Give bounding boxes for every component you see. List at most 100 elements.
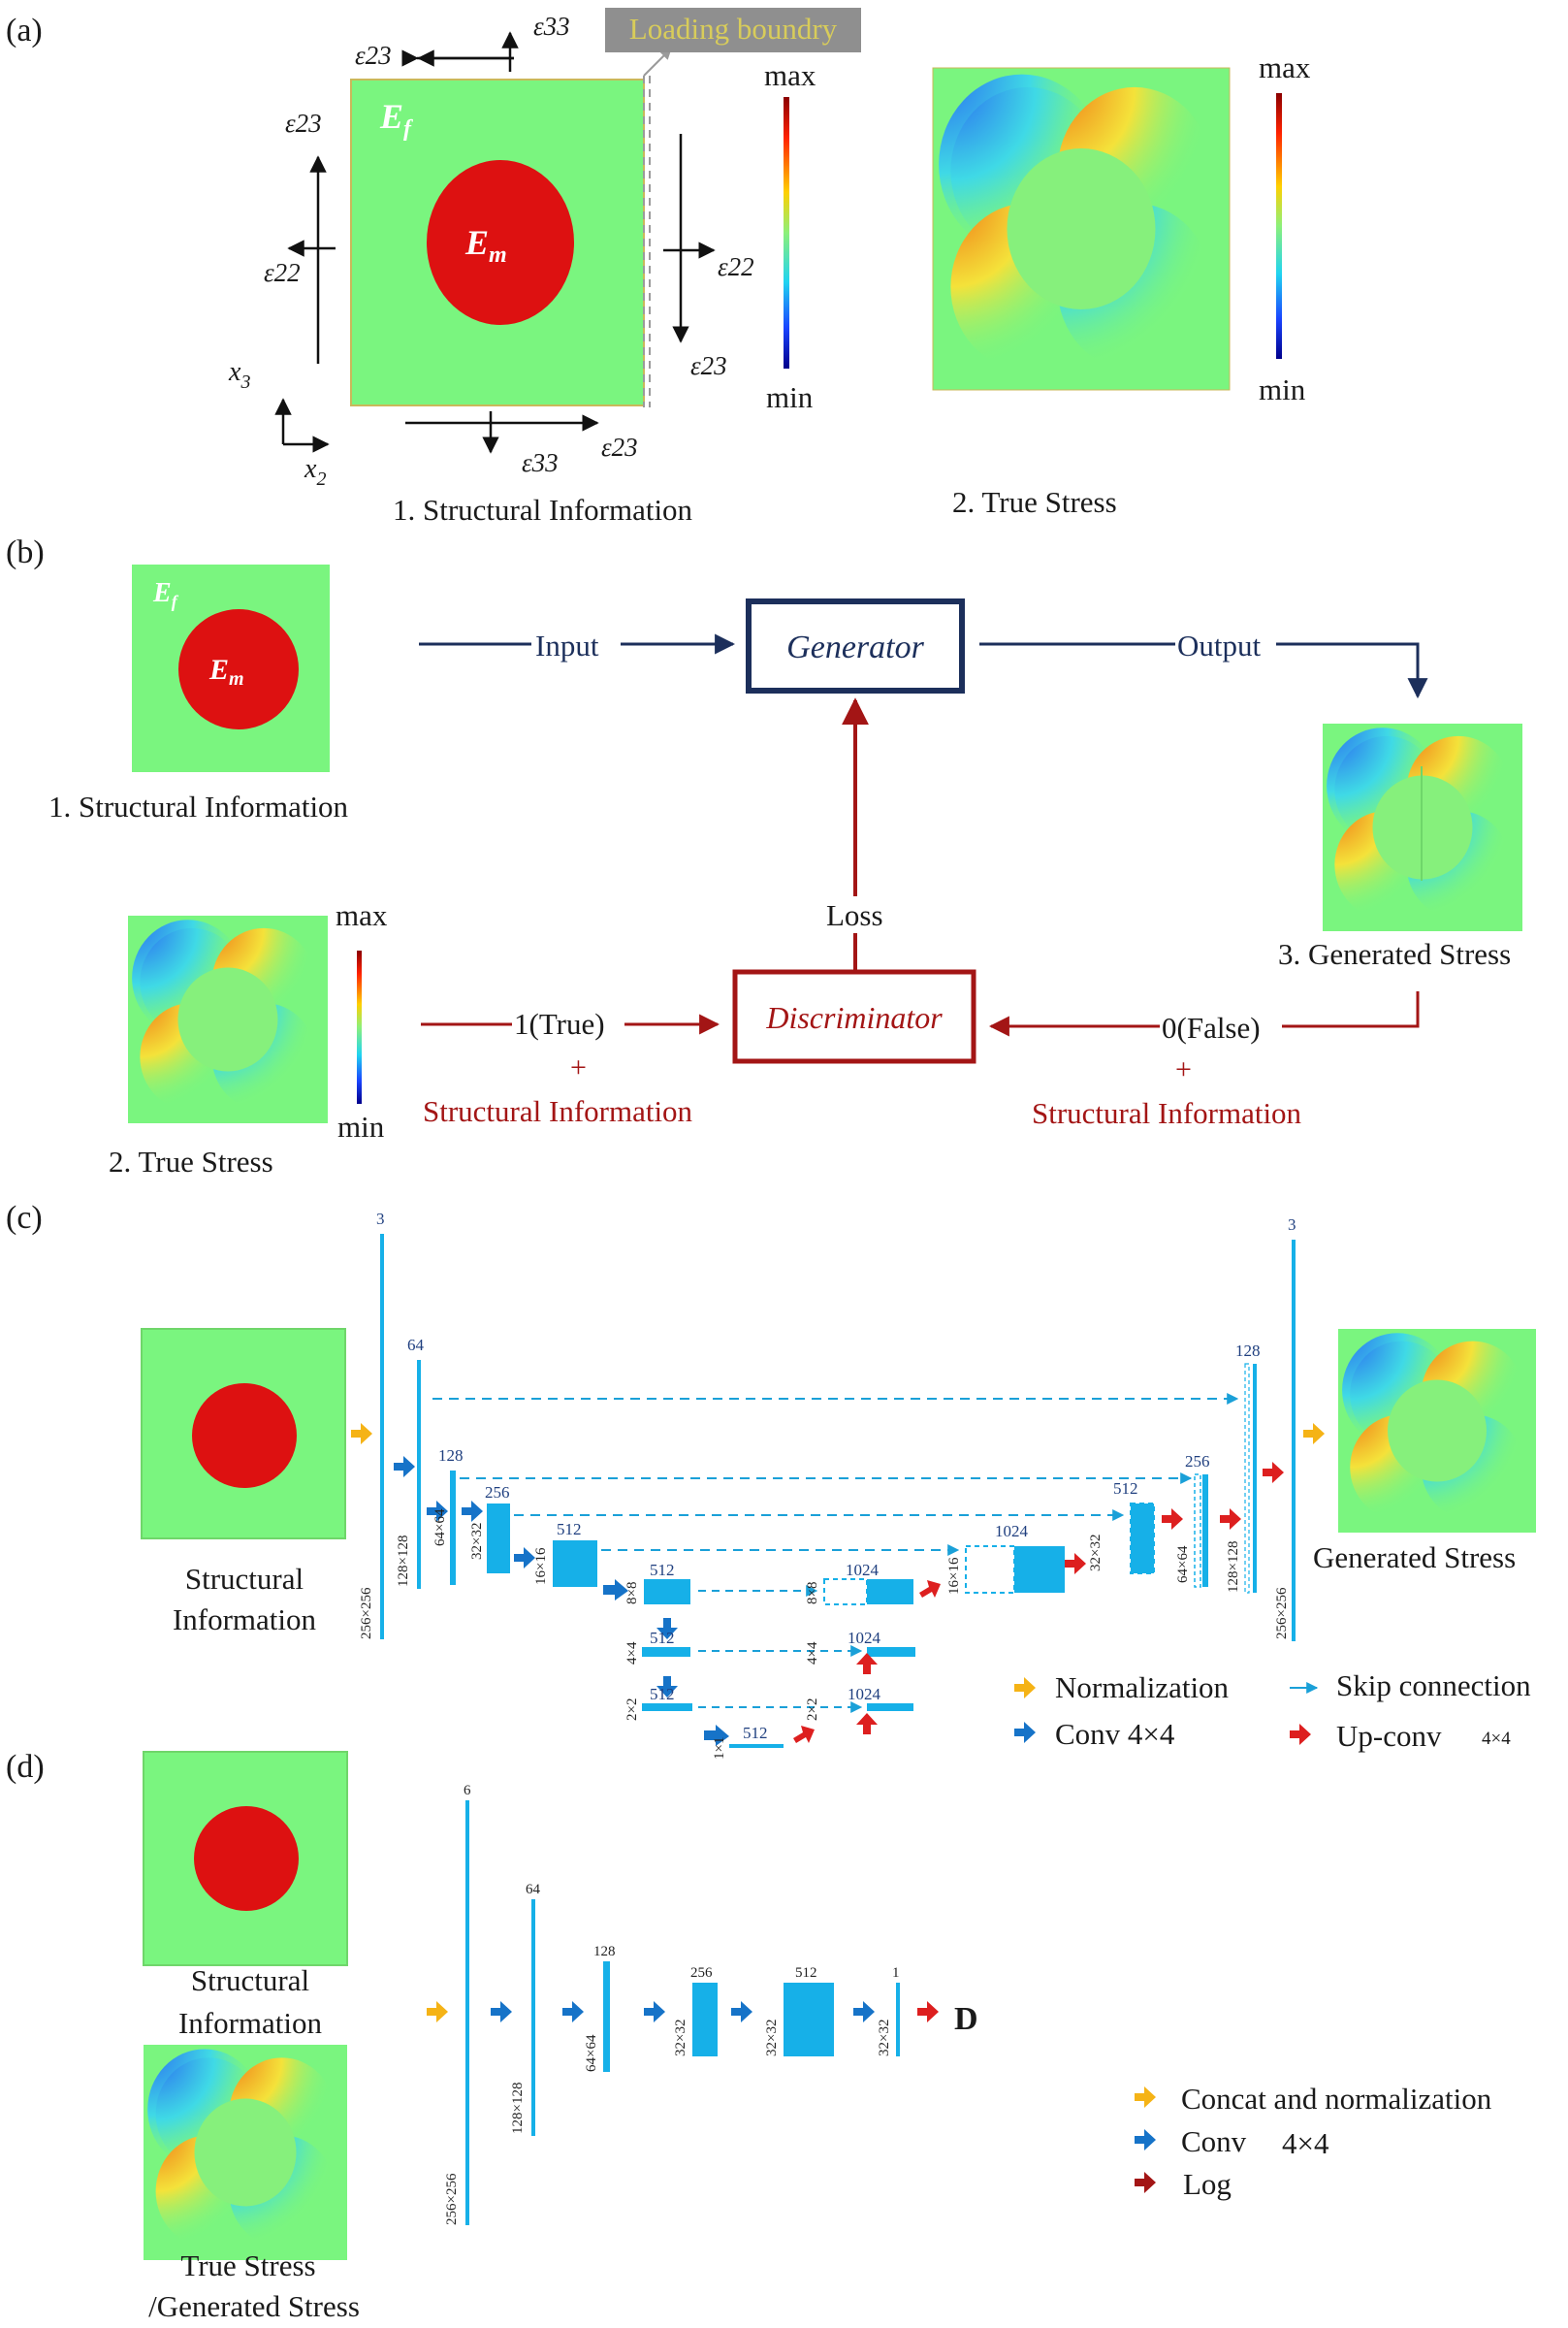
dim-c-u256: 256×256	[1274, 1587, 1290, 1639]
generator-box	[746, 598, 965, 694]
eps22-right: ε22	[718, 252, 754, 281]
layer-c-128	[450, 1471, 456, 1585]
dim-c-4: 4×4	[624, 1641, 640, 1665]
legend-concat: Concat and normalization	[1181, 2082, 1492, 2116]
caption-b1: 1. Structural Information	[48, 790, 349, 824]
layer-d-256	[692, 1983, 718, 2056]
dim-c-u8: 8×8	[805, 1582, 820, 1604]
legend-conv: Conv 4×4	[1055, 1717, 1175, 1751]
em-label-b: Em	[208, 654, 244, 690]
generator-label: Generator	[786, 630, 924, 665]
ch-c-256u: 256	[1185, 1452, 1210, 1471]
ch-c-512a: 512	[557, 1520, 582, 1538]
dim-c-1: 1×1	[712, 1737, 727, 1760]
ch-c-1024b: 1024	[848, 1629, 881, 1647]
dim-d-256: 256×256	[444, 2173, 460, 2225]
d-output-label: D	[954, 2001, 978, 2037]
inclusion-circle	[427, 160, 574, 325]
caption-a1: 1. Structural Information	[393, 493, 693, 527]
true-stress-image-a	[933, 68, 1230, 390]
colorbar-b-max: max	[336, 898, 388, 932]
false-label: 0(False)	[1162, 1011, 1261, 1045]
colorbar-a1-min: min	[766, 380, 814, 414]
d-stress-label-1: True Stress	[180, 2248, 315, 2282]
legend-upconv-icon	[1290, 1724, 1311, 1745]
eps23-right: ε23	[690, 351, 727, 380]
layer-c-3b	[1292, 1240, 1296, 1641]
layer-c-256	[487, 1504, 510, 1573]
true-label: 1(True)	[514, 1007, 605, 1041]
discriminator-box	[732, 969, 976, 1064]
layer-c-3	[380, 1234, 384, 1639]
ch-c-64: 64	[407, 1336, 425, 1354]
dim-d-128: 128×128	[510, 2083, 526, 2134]
d-input-label-1: Structural	[191, 1963, 309, 1997]
panel-label-d: (d)	[6, 1749, 45, 1785]
discriminator-label: Discriminator	[765, 1000, 943, 1035]
legend-conv-d-icon	[1135, 2129, 1156, 2150]
conv-arrows-c	[394, 1456, 729, 1746]
colorbar-a2-max: max	[1259, 50, 1311, 84]
loading-boundary-label: Loading boundry	[629, 12, 838, 46]
eps33-top: ε33	[533, 12, 570, 41]
legend-normalization: Normalization	[1055, 1670, 1230, 1704]
ch-c-3b: 3	[1288, 1215, 1296, 1234]
eps23-bottom: ε23	[601, 433, 638, 462]
panel-c: Structural Information	[141, 1210, 1536, 1760]
ch-c-512b: 512	[650, 1561, 675, 1579]
colorbar-a2-min: min	[1259, 372, 1306, 406]
legend-log: Log	[1183, 2167, 1232, 2201]
structural-info-right: Structural Information	[1032, 1096, 1302, 1130]
panel-label-a: (a)	[6, 13, 43, 48]
dim-c-u128: 128×128	[1226, 1541, 1241, 1593]
d-stress-label-2: /Generated Stress	[148, 2289, 360, 2323]
norm-arrow-d	[427, 2001, 448, 2022]
ch-c-128u: 128	[1235, 1342, 1261, 1360]
legend-skip: Skip connection	[1336, 1668, 1531, 1702]
plus-right: +	[1175, 1053, 1192, 1085]
x2-axis-label: x2	[304, 454, 326, 490]
ch-c-1024a: 1024	[846, 1561, 880, 1579]
upconv-arrows-c	[793, 1462, 1284, 1743]
eps23-top: ε23	[355, 41, 392, 70]
generated-stress-image-c	[1338, 1329, 1536, 1533]
caption-a2: 2. True Stress	[952, 485, 1117, 519]
c-input-label-1: Structural	[185, 1562, 304, 1596]
dim-c-2: 2×2	[624, 1698, 640, 1721]
colorbar-a1-max: max	[764, 58, 816, 92]
layer-c-512c	[642, 1647, 690, 1657]
legend-norm-icon	[1014, 1677, 1036, 1698]
ch-d-1: 1	[892, 1965, 900, 1981]
colorbar-b	[357, 951, 362, 1104]
layer-c-512e	[729, 1744, 784, 1748]
colorbar-a2	[1276, 93, 1282, 359]
caption-b2: 2. True Stress	[109, 1145, 273, 1179]
layer-c-512b	[644, 1579, 690, 1604]
legend-upconv: Up-conv	[1336, 1719, 1442, 1753]
true-stress-image-b	[128, 916, 328, 1123]
input-label: Input	[535, 629, 599, 663]
layer-c-1024b	[867, 1647, 915, 1657]
ch-d-256: 256	[690, 1965, 713, 1981]
layer-c-512u	[1131, 1504, 1154, 1573]
dim-c-32: 32×32	[469, 1523, 485, 1560]
legend-conv-d: Conv	[1181, 2124, 1247, 2158]
panel-label-c: (c)	[6, 1200, 43, 1236]
layer-c-512a	[553, 1540, 597, 1587]
ch-c-512u: 512	[1113, 1479, 1138, 1498]
legend-upconv-size: 4×4	[1482, 1729, 1511, 1749]
layer-d-128	[603, 1961, 610, 2072]
conv-arrows-d	[491, 2001, 875, 2022]
layer-c-512d	[642, 1703, 692, 1711]
norm-arrow-c-out	[1303, 1423, 1325, 1444]
structural-info-left: Structural Information	[423, 1094, 693, 1128]
legend-log-icon	[1135, 2172, 1156, 2193]
panel-b: Ef Em 1. Structural Information Input Ge…	[48, 565, 1522, 1179]
ch-d-128: 128	[593, 1944, 616, 1959]
legend-concat-icon	[1135, 2086, 1156, 2108]
layer-c-64	[417, 1360, 421, 1589]
colorbar-b-min: min	[337, 1110, 385, 1144]
log-arrow-d	[917, 2001, 939, 2022]
x3-axis-label: x3	[228, 357, 250, 393]
